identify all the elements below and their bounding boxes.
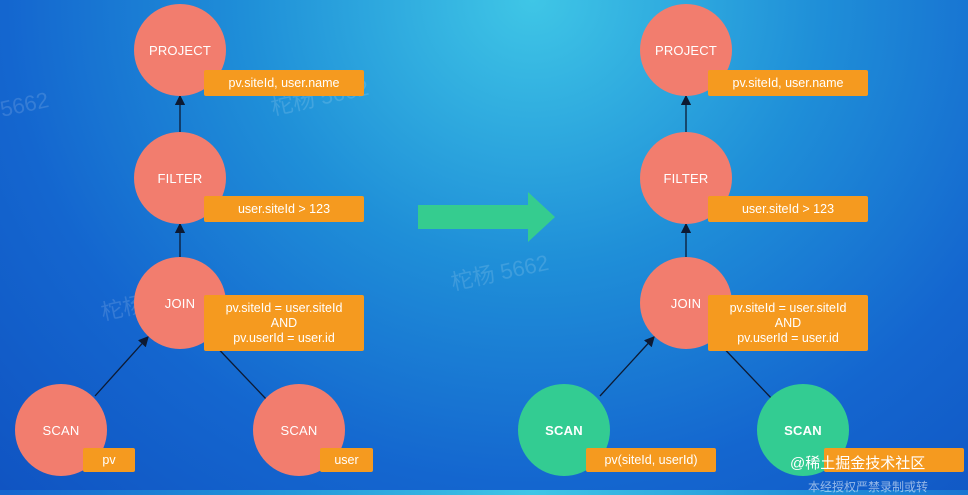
scan-user-label: user: [320, 448, 373, 472]
bottom-text: 本经授权严禁录制或转: [808, 480, 929, 494]
site-badge: @稀土掘金技术社区: [790, 455, 926, 472]
join-label: pv.siteId = user.siteId AND pv.userId = …: [204, 295, 364, 351]
transform-arrow-icon: [418, 192, 555, 242]
filter-label: user.siteId > 123: [204, 196, 364, 222]
scan-pv-label: pv(siteId, userId): [586, 448, 716, 472]
project-label: pv.siteId, user.name: [204, 70, 364, 96]
project-node: PROJECT: [640, 4, 732, 96]
project-label: pv.siteId, user.name: [708, 70, 868, 96]
join-label: pv.siteId = user.siteId AND pv.userId = …: [708, 295, 868, 351]
edge-scan-pv-to-join: [599, 336, 655, 397]
scan-pv-label: pv: [83, 448, 135, 472]
scan-user-label: [824, 448, 964, 472]
filter-label: user.siteId > 123: [708, 196, 868, 222]
edge-scan-pv-to-join: [94, 336, 149, 397]
